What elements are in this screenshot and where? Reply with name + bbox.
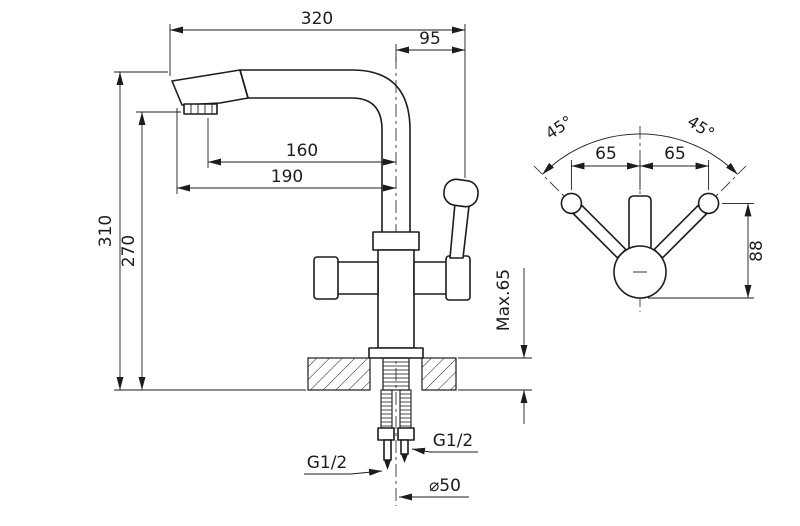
angle-left-text: 45° [542, 112, 576, 143]
dim-depth: 88 [648, 202, 767, 299]
right-hose-tip [401, 454, 408, 463]
supply-connections [377, 389, 415, 470]
spout-plan [628, 195, 652, 253]
dim-max-deck: Max.65 [458, 268, 532, 424]
faucet-body [368, 231, 424, 359]
spout-head [171, 69, 249, 115]
left-hose [383, 439, 392, 461]
thread-right-text: G1/2 [433, 431, 474, 451]
deck-right [421, 357, 457, 391]
right-handle-plan [653, 192, 720, 259]
right-supply-stud [399, 389, 412, 429]
body-column [377, 249, 415, 349]
right-hose [400, 439, 409, 455]
aerator [183, 103, 218, 115]
thread-label-right: G1/2 [411, 431, 478, 455]
right-knob [697, 192, 720, 215]
dim-handle-offset: 95 [395, 29, 465, 62]
base-flange [368, 347, 424, 359]
hole-diameter-label: ⌀50 [399, 476, 469, 501]
right-valve-arm [413, 255, 471, 301]
left-supply-stud [380, 389, 393, 429]
deck-left [307, 357, 371, 391]
spout-tube [239, 69, 411, 233]
right-fitting [397, 427, 415, 441]
left-valve-arm [313, 256, 379, 300]
dim-reach-inner: 160 [207, 118, 396, 168]
dim-label-95: 95 [419, 29, 441, 49]
dim-label-320: 320 [301, 9, 333, 29]
depth-text: 88 [747, 240, 767, 262]
left-fitting [377, 427, 395, 441]
top-view: 45° 45° 65 65 88 [533, 112, 767, 312]
lever-handle [443, 178, 479, 259]
dim-label-160: 160 [286, 141, 318, 161]
pipe-joint [372, 231, 420, 251]
left-handle-plan [560, 192, 627, 259]
mounting-deck [307, 357, 457, 391]
lever-shaft [449, 202, 470, 259]
left-hose-tip [384, 460, 391, 470]
dim-total-width: 320 [169, 9, 466, 178]
dim-reach-outer: 190 [176, 108, 396, 194]
dim-label-max65: Max.65 [494, 269, 514, 331]
side-view: 320 95 160 190 310 [96, 9, 532, 506]
dim-spout-height: 270 [119, 111, 181, 390]
right-arm-cap [445, 255, 471, 301]
dim-label-310: 310 [96, 215, 116, 247]
dim-label-270: 270 [119, 235, 139, 267]
thread-left-text: G1/2 [307, 453, 348, 473]
left-arm-cap [313, 256, 339, 300]
offset-left-text: 65 [595, 144, 617, 164]
angle-right-text: 45° [684, 112, 718, 143]
hole-diameter-text: ⌀50 [429, 476, 461, 496]
lever-knob [443, 178, 479, 208]
spout-joint-line [239, 69, 249, 99]
offset-right-text: 65 [664, 144, 686, 164]
dim-label-190: 190 [271, 167, 303, 187]
dim-total-height: 310 [96, 71, 306, 391]
thread-label-left: G1/2 [304, 453, 383, 476]
dim-handle-offsets: 65 65 [570, 144, 710, 190]
threaded-shank [382, 357, 410, 391]
left-knob [560, 192, 583, 215]
